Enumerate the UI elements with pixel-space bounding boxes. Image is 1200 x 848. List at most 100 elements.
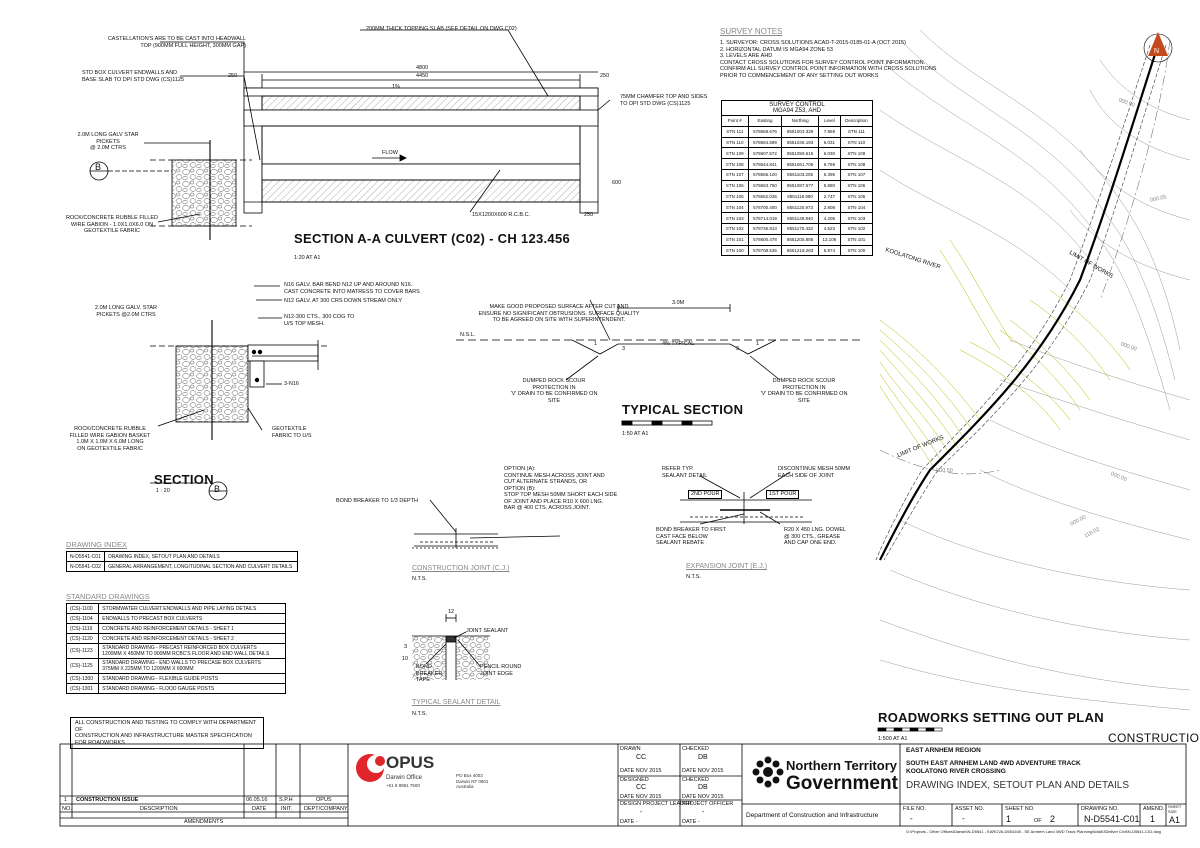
checked2-value: DB: [698, 784, 708, 791]
checked-label: CHECKED: [682, 746, 709, 752]
drawn-value: CC: [636, 754, 647, 761]
survey-control-row-cell: STN 110: [721, 136, 749, 149]
rev-init: S.P.H: [279, 797, 293, 803]
survey-control-row-cell: 578714.019: [747, 212, 783, 224]
standard-drawing-row-cell: ENDWALLS TO PRECAST BOX CULVERTS: [98, 613, 286, 624]
survey-control-row-cell: 578644.841: [747, 158, 783, 170]
project-line-2: KOOLATONG RIVER CROSSING: [906, 768, 1006, 775]
col-no: No.: [62, 806, 72, 812]
dim-4800: 4800: [416, 65, 429, 71]
section-b-title: SECTION: [154, 472, 214, 487]
sealant-detail-scale: N.T.S.: [412, 711, 427, 717]
col-dept: DEPT/COMPANY.: [304, 806, 349, 812]
survey-control-row-cell: 578600.478: [747, 233, 783, 246]
nt-government-logo: [752, 756, 784, 788]
note-std-box: STD BOX CULVERT ENDWALLS AND BASE SLAB T…: [82, 70, 185, 83]
gov-line-1: Northern Territory: [786, 758, 897, 773]
standard-drawing-row-cell: (CS)-1119: [65, 623, 100, 634]
survey-control-header: Point # Easting Northing Level Descripti…: [721, 115, 874, 127]
note-refer-sealant: REFER TYP. SEALANT DETAIL: [662, 466, 708, 479]
survey-control-row-cell: 5.395: [817, 168, 841, 181]
typical-section-title: TYPICAL SECTION: [622, 402, 744, 417]
col-date: DATE: [252, 806, 267, 812]
note-gabion: ROCK/CONCRETE RUBBLE FILLED WIRE GABION …: [66, 215, 158, 234]
section-aa-scale: 1:20 AT A1: [294, 255, 321, 261]
status-construction: CONSTRUCTION: [1108, 731, 1200, 745]
survey-control-row-cell: 8551061.706: [781, 158, 819, 170]
department-name: Department of Construction and Infrastru…: [746, 812, 879, 819]
size-value: A1: [1169, 815, 1181, 825]
dim-4450: 4450: [416, 73, 429, 79]
plan-scale: 1:500 AT A1: [878, 736, 908, 742]
dim-12: 12: [448, 609, 455, 615]
survey-control-row-cell: 6.769: [817, 158, 841, 170]
drawing-index-row-cell: GENERAL ARRANGEMENT, LONGITUDINAL SECTIO…: [104, 561, 298, 572]
standard-drawing-row-cell: CONCRETE AND REINFORCEMENT DETAILS - SHE…: [98, 623, 286, 634]
dwg-value: N-D5541-C01: [1084, 814, 1140, 824]
survey-control-row-cell: 4.208: [817, 212, 841, 224]
rev-desc: CONSTRUCTION ISSUE: [76, 797, 139, 803]
survey-control-row-cell: 6.031: [817, 136, 841, 149]
standard-drawing-row-cell: CONCRETE AND REINFORCEMENT DETAILS - SHE…: [98, 633, 286, 644]
note-castellation: CASTELLATION'S ARE TO BE CAST INTO HEADW…: [107, 36, 246, 49]
section-b-scale: 1 : 20: [156, 488, 170, 494]
sheet-value: 1: [1006, 814, 1012, 824]
designed-date: DATE NOV 2015: [620, 794, 662, 800]
standard-drawing-row-cell: (CS)-1123: [65, 643, 100, 659]
survey-control-row-cell: 2.808: [817, 201, 841, 214]
standard-drawing-row-cell: (CS)-1104: [65, 613, 100, 624]
sheet-total: 2: [1050, 814, 1056, 824]
note-pickets: 2.0m LONG GALV STAR PICKETS @ 2.0m CTRS: [77, 132, 139, 151]
survey-control-row-cell: 6.030: [817, 147, 841, 160]
survey-control-row-cell: 8551103.205: [781, 168, 819, 181]
col-desc: DESCRIPTION: [140, 806, 178, 812]
dwg-label: DRAWING No.: [1081, 806, 1119, 812]
survey-control-row-cell: STN 101: [721, 233, 749, 246]
standard-drawing-row-cell: STANDARD DRAWING - FLOOD GAUGE POSTS: [98, 683, 286, 694]
construction-joint-title: CONSTRUCTION JOINT (C.J.): [412, 565, 510, 572]
standard-drawing-row-cell: STORMWATER CULVERT ENDWALLS AND PIPE LAY…: [98, 603, 286, 614]
label-2nd-pour: 2nd POUR: [688, 490, 723, 499]
survey-control-row-cell: 5.974: [817, 244, 841, 257]
note-rcbc: 15x1200x600 R.C.B.C.: [472, 212, 531, 218]
survey-control-row-cell: STN 104: [839, 201, 874, 214]
asset-value: -: [962, 814, 965, 823]
amend-value: 1: [1150, 814, 1156, 824]
section-b-marker: B: [214, 484, 221, 494]
leader-label: DESIGN PROJECT LEADER: [620, 801, 692, 807]
survey-control-row-cell: STN 109: [839, 147, 874, 160]
survey-control-row-cell: STN 108: [839, 158, 874, 170]
survey-control-row-cell: STN 105: [721, 190, 749, 203]
survey-control-row-cell: 8551087.577: [781, 179, 819, 192]
setting-out-plan-contours: [875, 29, 1191, 711]
sealant-detail-title: TYPICAL SEALANT DETAIL: [412, 699, 501, 706]
survey-control-row-cell: STN 100: [721, 244, 749, 257]
expansion-joint-title: EXPANSION JOINT (E.J.): [686, 563, 768, 570]
sheet-label: SHEET No.: [1005, 806, 1035, 812]
leader-value: -: [640, 809, 643, 816]
drawn-date: DATE NOV 2015: [620, 768, 662, 774]
standard-drawing-row-cell: STANDARD DRAWING - END WALLS TO PRECASE …: [98, 658, 286, 674]
drawing-index-row-cell: N-D5541-C02: [65, 561, 106, 572]
title-block-frame: [59, 743, 1187, 827]
note-surface: MAKE GOOD PROPOSED SURFACE AFTER CUT AND…: [478, 304, 640, 323]
survey-control-row-cell: 578664.599: [747, 136, 783, 149]
checked2-label: CHECKED: [682, 777, 709, 783]
note-bond-breaker: BOND BREAKER TO 1/3 DEPTH: [336, 498, 419, 504]
survey-control-row-cell: 8551149.840: [781, 212, 819, 224]
construction-joint-detail: [412, 499, 561, 549]
survey-control-row-cell: STN 104: [721, 201, 749, 214]
drawn-label: DRAWN: [620, 746, 641, 752]
label-joint-sealant: JOINT SEALANT: [466, 628, 509, 634]
survey-control-row-cell: 578656.100: [747, 168, 783, 181]
survey-control-row-cell: 578607.572: [747, 147, 783, 160]
survey-control-row-cell: 8551170.432: [781, 222, 819, 235]
